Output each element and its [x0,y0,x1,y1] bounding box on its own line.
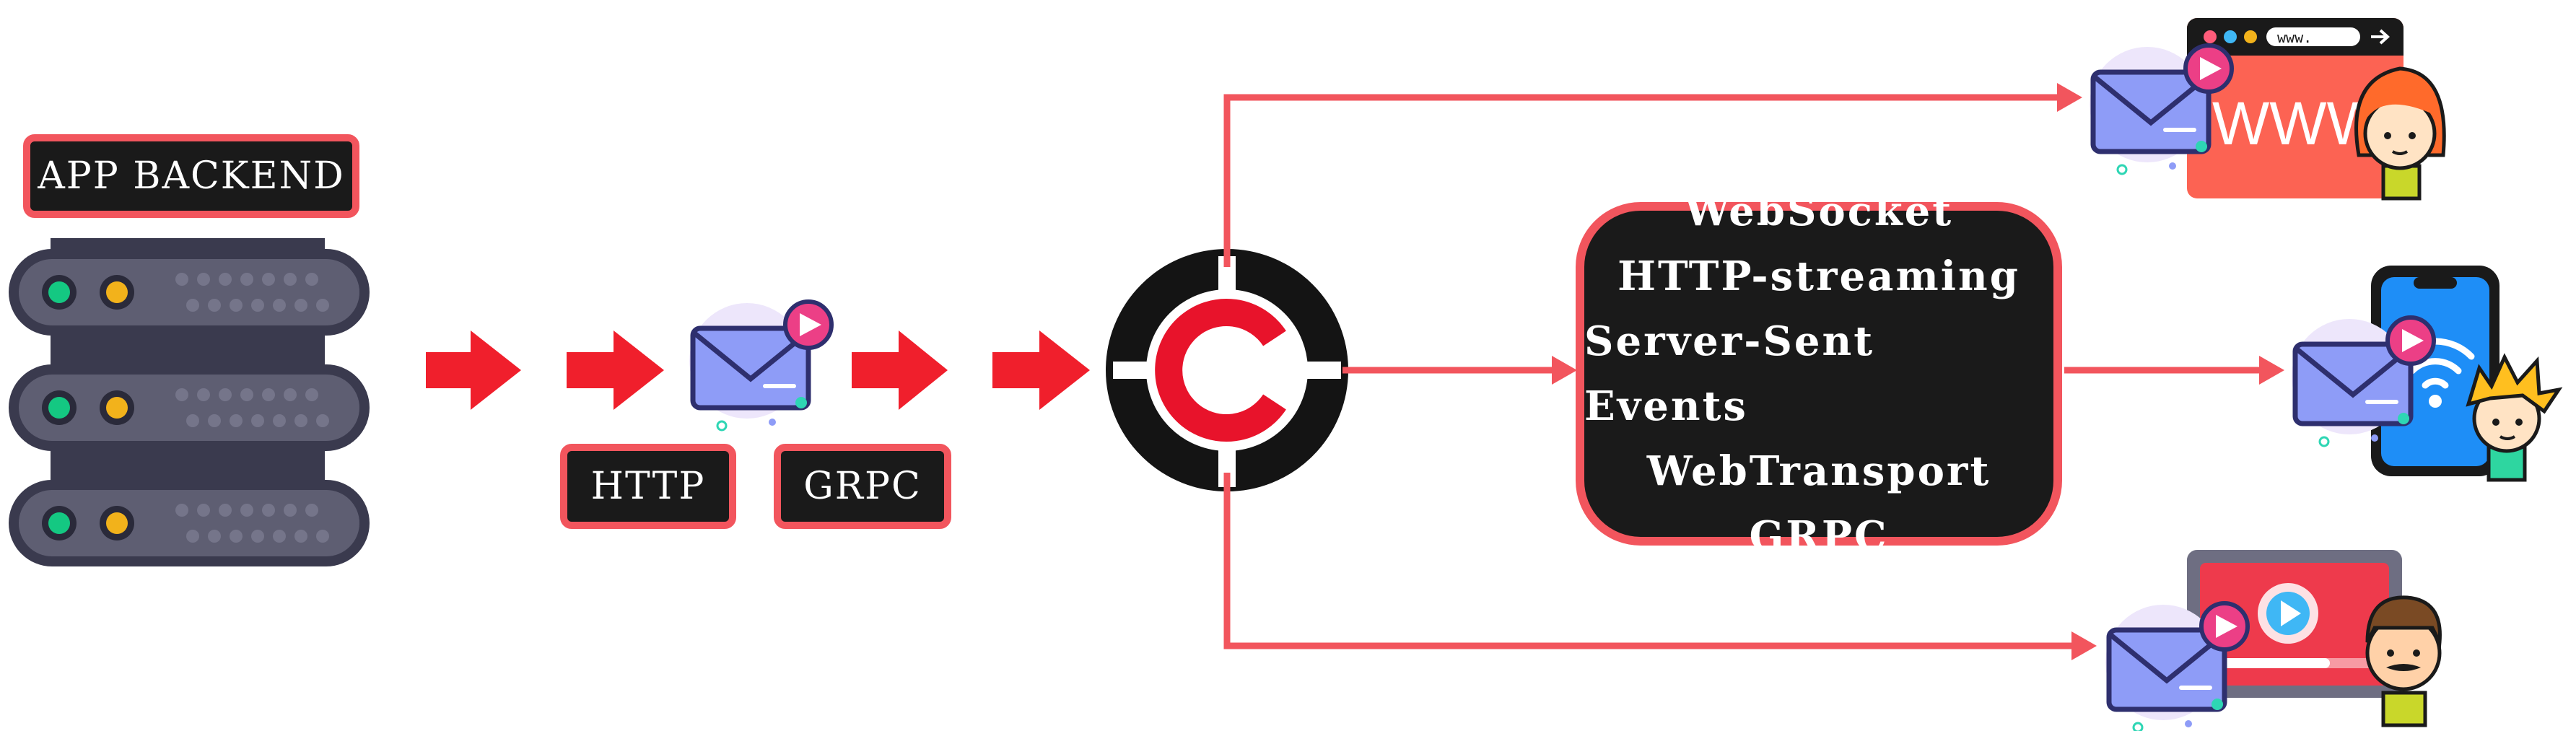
transport-protocols-box: WebSocket HTTP-streaming Server-Sent Eve… [1576,188,2062,560]
arrowhead-icon [2071,631,2097,660]
arrow-right-icon [852,331,948,410]
hub-logo-icon [1106,249,1348,491]
browser-address: www. [2277,29,2312,46]
arrow-right-icon [992,331,1090,410]
protocol-item: GRPC [1749,512,1889,560]
protocol-item: HTTP-streaming [1617,253,2020,300]
user-avatar-icon [2354,66,2446,201]
distribution-lines [1223,94,2266,649]
user-avatar-icon [2466,353,2563,482]
arrowhead-icon [1552,356,1577,385]
grpc-label: GRPC [774,444,951,529]
arrowhead-icon [2259,356,2284,385]
arrowheads [1552,83,2284,660]
flow-arrows [426,331,1090,410]
user-avatar-icon [2365,595,2442,727]
protocol-item: WebSocket [1684,188,1954,235]
http-label: HTTP [560,444,736,529]
protocol-item: Server-Sent Events [1584,318,1875,430]
server-icon [9,238,370,566]
protocol-item: WebTransport [1646,447,1991,495]
browser-window-icon: www. WWW [2187,18,2403,198]
message-envelope-icon [689,302,831,430]
arrow-right-icon [567,331,664,410]
message-envelope-icon [2105,603,2248,731]
video-player-icon [2187,550,2402,698]
arrowhead-icon [2057,83,2082,112]
app-backend-label: APP BACKEND [23,134,359,218]
arrow-right-icon [426,331,521,410]
